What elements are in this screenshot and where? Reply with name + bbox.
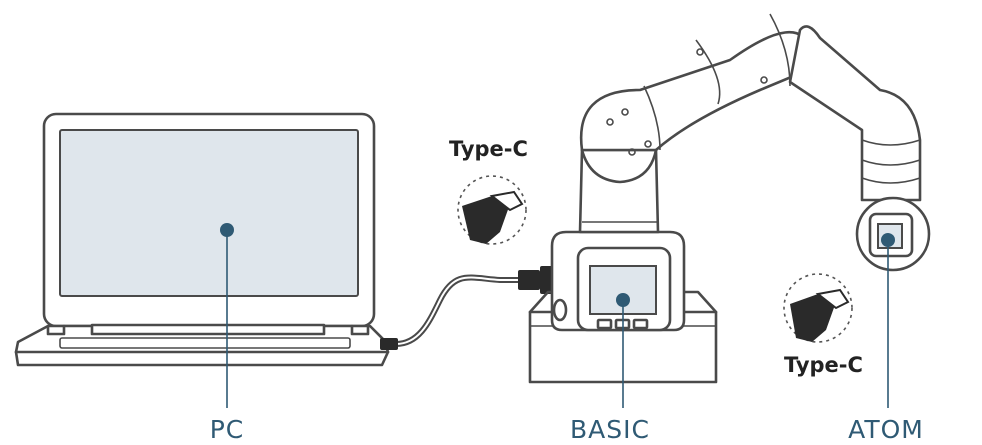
atom-pointer: [881, 233, 895, 408]
atom-label: ATOM: [848, 415, 924, 444]
type-c-connector-icon: [783, 273, 853, 343]
type-c-connector-icon: [457, 175, 527, 248]
laptop-icon: [14, 112, 390, 367]
pc-label: PC: [210, 415, 245, 444]
basic-label: BASIC: [570, 415, 650, 444]
type-c-label-right: Type-C: [784, 353, 863, 377]
pc-pointer: [220, 223, 234, 408]
robot-arm-icon: [528, 13, 931, 384]
type-c-label-top: Type-C: [449, 137, 528, 161]
basic-pointer: [616, 293, 630, 408]
